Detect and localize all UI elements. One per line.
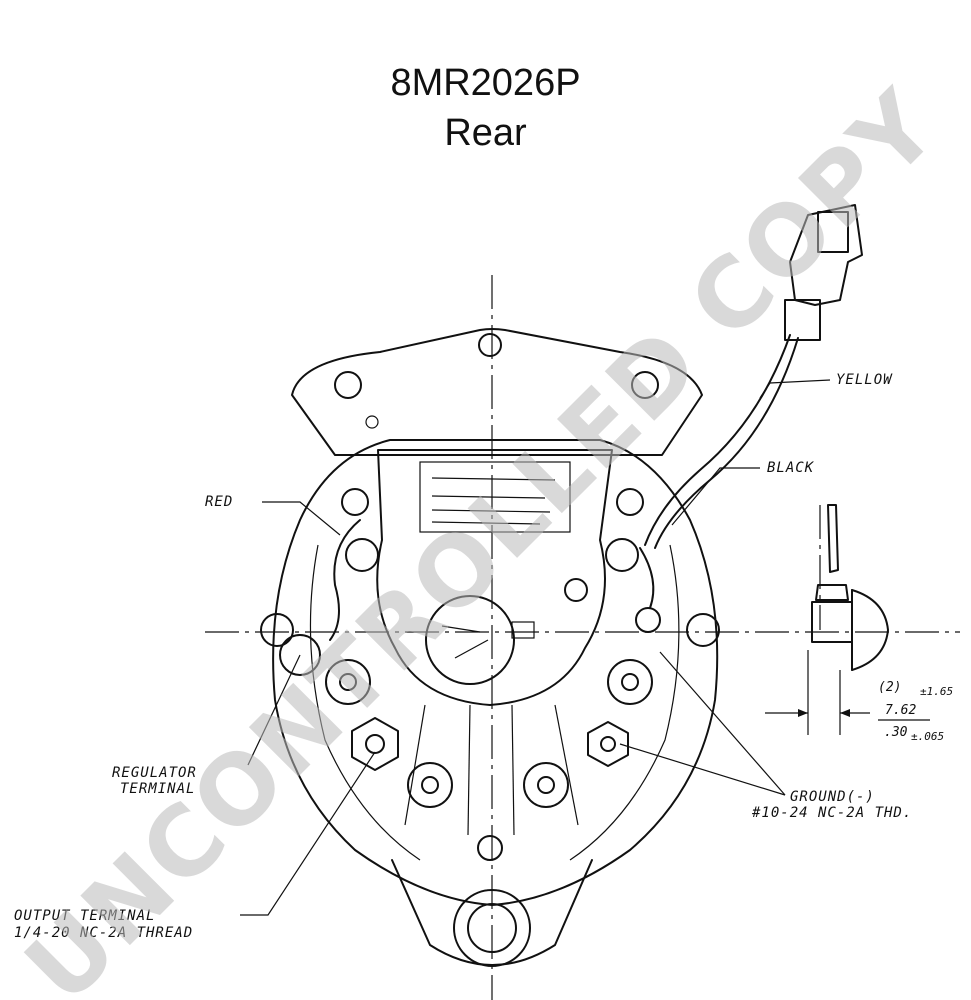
cap-terminal	[511, 621, 535, 639]
screw-upper-left	[341, 488, 369, 516]
arrowhead	[798, 709, 808, 717]
fin-line	[404, 704, 426, 826]
fin-line	[467, 704, 471, 836]
diode-boss-bottom-right-center	[537, 776, 555, 794]
black-wire	[639, 547, 655, 609]
screw-upper-right	[616, 488, 644, 516]
callout-black: BLACK	[767, 460, 815, 476]
leader-ground-1	[659, 651, 786, 796]
yellow-wire-outline	[654, 337, 799, 549]
black-wire-terminal	[635, 607, 661, 633]
brush-cap	[425, 595, 515, 685]
detail-terminal-lug	[815, 584, 849, 601]
detail-wire	[827, 504, 839, 573]
callout-output-line2: 1/4-20 NC-2A THREAD	[14, 925, 193, 941]
capacitor-screw	[564, 578, 588, 602]
housing-bolt-right	[686, 613, 720, 647]
diode-boss-right-upper	[605, 538, 639, 572]
dimension-tolerance-upper: ±1.65	[920, 685, 953, 698]
bracket-hole-top	[478, 333, 502, 357]
rivet	[365, 415, 379, 429]
housing-bolt-bottom	[477, 835, 503, 861]
cap-marking	[441, 625, 481, 633]
arrowhead	[840, 709, 850, 717]
detail-boot	[851, 589, 889, 671]
red-wire	[329, 519, 361, 641]
leader-output	[240, 751, 376, 916]
leader-regulator	[247, 654, 301, 766]
fin-line	[554, 704, 579, 826]
housing-inner-left	[309, 544, 421, 861]
uncontrolled-copy-watermark: UNCONTROLLED COPY	[4, 69, 959, 1000]
nameplate	[419, 461, 571, 533]
detail-nut-stack	[811, 601, 853, 643]
pivot-bore	[467, 903, 517, 953]
callout-ground-line1: GROUND(-)	[790, 789, 875, 805]
ground-terminal-stud	[600, 736, 616, 752]
regulator-cover	[376, 449, 613, 706]
diode-boss-left-center	[339, 673, 357, 691]
pivot-boss	[453, 889, 531, 967]
leader-ground-2	[619, 743, 786, 796]
leader-yellow	[759, 379, 831, 399]
bracket-hole-right	[631, 371, 659, 399]
nameplate-text-line	[431, 521, 541, 525]
nameplate-text-line	[431, 495, 546, 499]
output-terminal-nut	[351, 717, 399, 771]
mounting-bracket	[291, 328, 703, 456]
dimension-count: (2)	[878, 680, 901, 695]
callout-output-line1: OUTPUT TERMINAL	[14, 908, 155, 924]
diode-boss-left	[325, 659, 371, 705]
connector-boot	[784, 299, 821, 341]
view-subtitle: Rear	[444, 112, 527, 154]
nameplate-text-line	[431, 509, 551, 513]
connector-latch	[817, 211, 849, 253]
yellow-wire	[644, 334, 791, 546]
dimension-inch: .30	[884, 725, 908, 740]
dimension-tolerance-lower: ±.065	[911, 730, 944, 743]
housing-bolt-left	[260, 613, 294, 647]
leader-red	[262, 501, 341, 536]
connector-plug	[789, 204, 863, 306]
dimension-metric: 7.62	[885, 703, 916, 718]
housing-outline	[272, 439, 719, 906]
cap-marking	[454, 639, 489, 659]
diode-boss-right-center	[621, 673, 639, 691]
callout-ground-line2: #10-24 NC-2A THD.	[751, 805, 912, 821]
diode-boss-bottom-left	[407, 762, 453, 808]
callout-regulator-line1: REGULATOR	[112, 765, 197, 781]
fin-line	[511, 704, 515, 836]
leader-black	[671, 467, 760, 526]
diode-boss-bottom-left-center	[421, 776, 439, 794]
callout-red: RED	[205, 494, 233, 510]
bracket-hole-left	[334, 371, 362, 399]
callout-regulator-line2: TERMINAL	[120, 781, 195, 797]
housing-inner-right	[569, 544, 680, 861]
part-number-title: 8MR2026P	[390, 62, 581, 104]
regulator-terminal-boss	[279, 634, 321, 676]
callout-yellow: YELLOW	[836, 372, 893, 388]
ground-terminal-nut	[587, 721, 629, 767]
diode-boss-left-upper	[345, 538, 379, 572]
diode-boss-bottom-right	[523, 762, 569, 808]
diode-boss-right	[607, 659, 653, 705]
nameplate-text-line	[431, 477, 556, 481]
